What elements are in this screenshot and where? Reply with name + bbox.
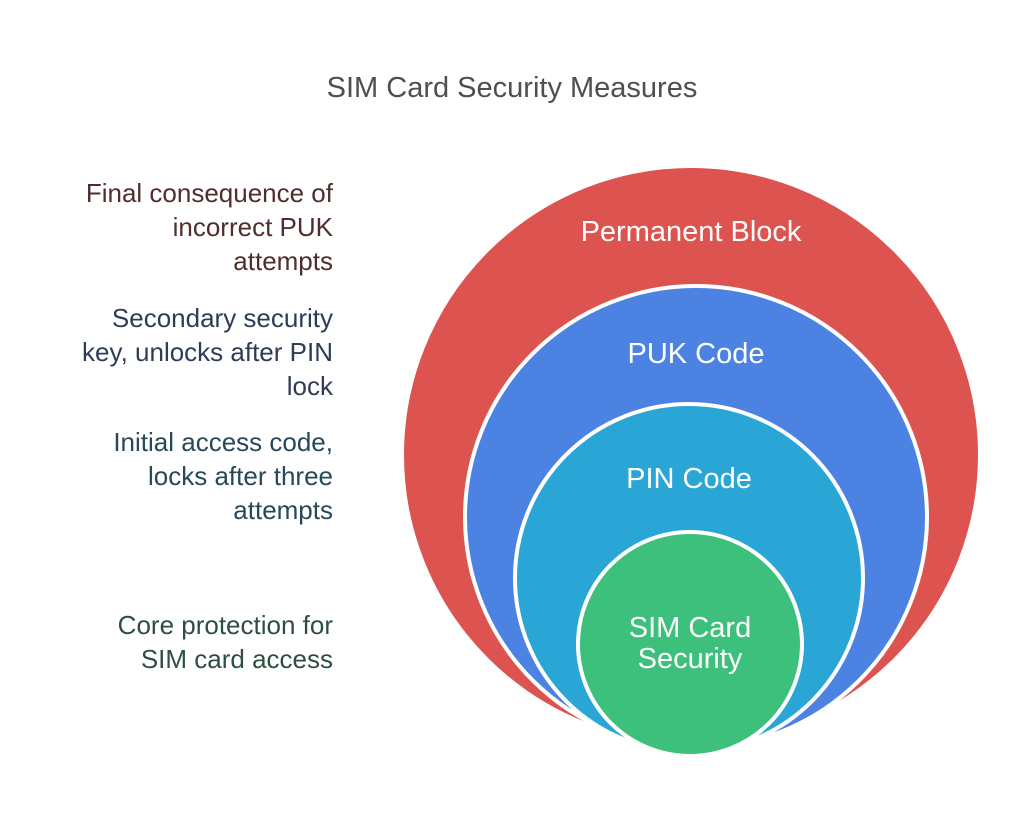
ring-label-pin-code: PIN Code: [626, 463, 752, 495]
annotation-puk-code: Secondary security key, unlocks after PI…: [30, 301, 333, 403]
ring-label-sim-card-line1: SIM Card: [629, 612, 751, 644]
annotation-pin-code: Initial access code, locks after three a…: [30, 425, 333, 527]
annotation-line: Initial access code,: [113, 427, 333, 457]
annotation-line: Secondary security: [111, 303, 333, 333]
annotation-line: locks after three: [148, 461, 333, 491]
annotation-line: Final consequence of: [85, 178, 333, 208]
annotation-permanent-block: Final consequence of incorrect PUK attem…: [30, 176, 333, 278]
annotation-line: SIM card access: [140, 644, 333, 674]
annotation-line: attempts: [233, 246, 333, 276]
ring-label-sim-card-line2: Security: [638, 643, 743, 675]
ring-label-puk-code: PUK Code: [627, 338, 764, 370]
annotation-sim-card-security: Core protection for SIM card access: [30, 608, 333, 676]
annotation-line: incorrect PUK: [172, 212, 333, 242]
ring-label-permanent-block: Permanent Block: [581, 216, 802, 248]
annotation-line: lock: [286, 371, 333, 401]
diagram-title: SIM Card Security Measures: [326, 72, 698, 104]
annotation-line: attempts: [233, 495, 333, 525]
annotation-line: Core protection for: [117, 610, 333, 640]
annotation-line: key, unlocks after PIN: [82, 337, 333, 367]
ring-sim-card-security: [576, 530, 804, 758]
